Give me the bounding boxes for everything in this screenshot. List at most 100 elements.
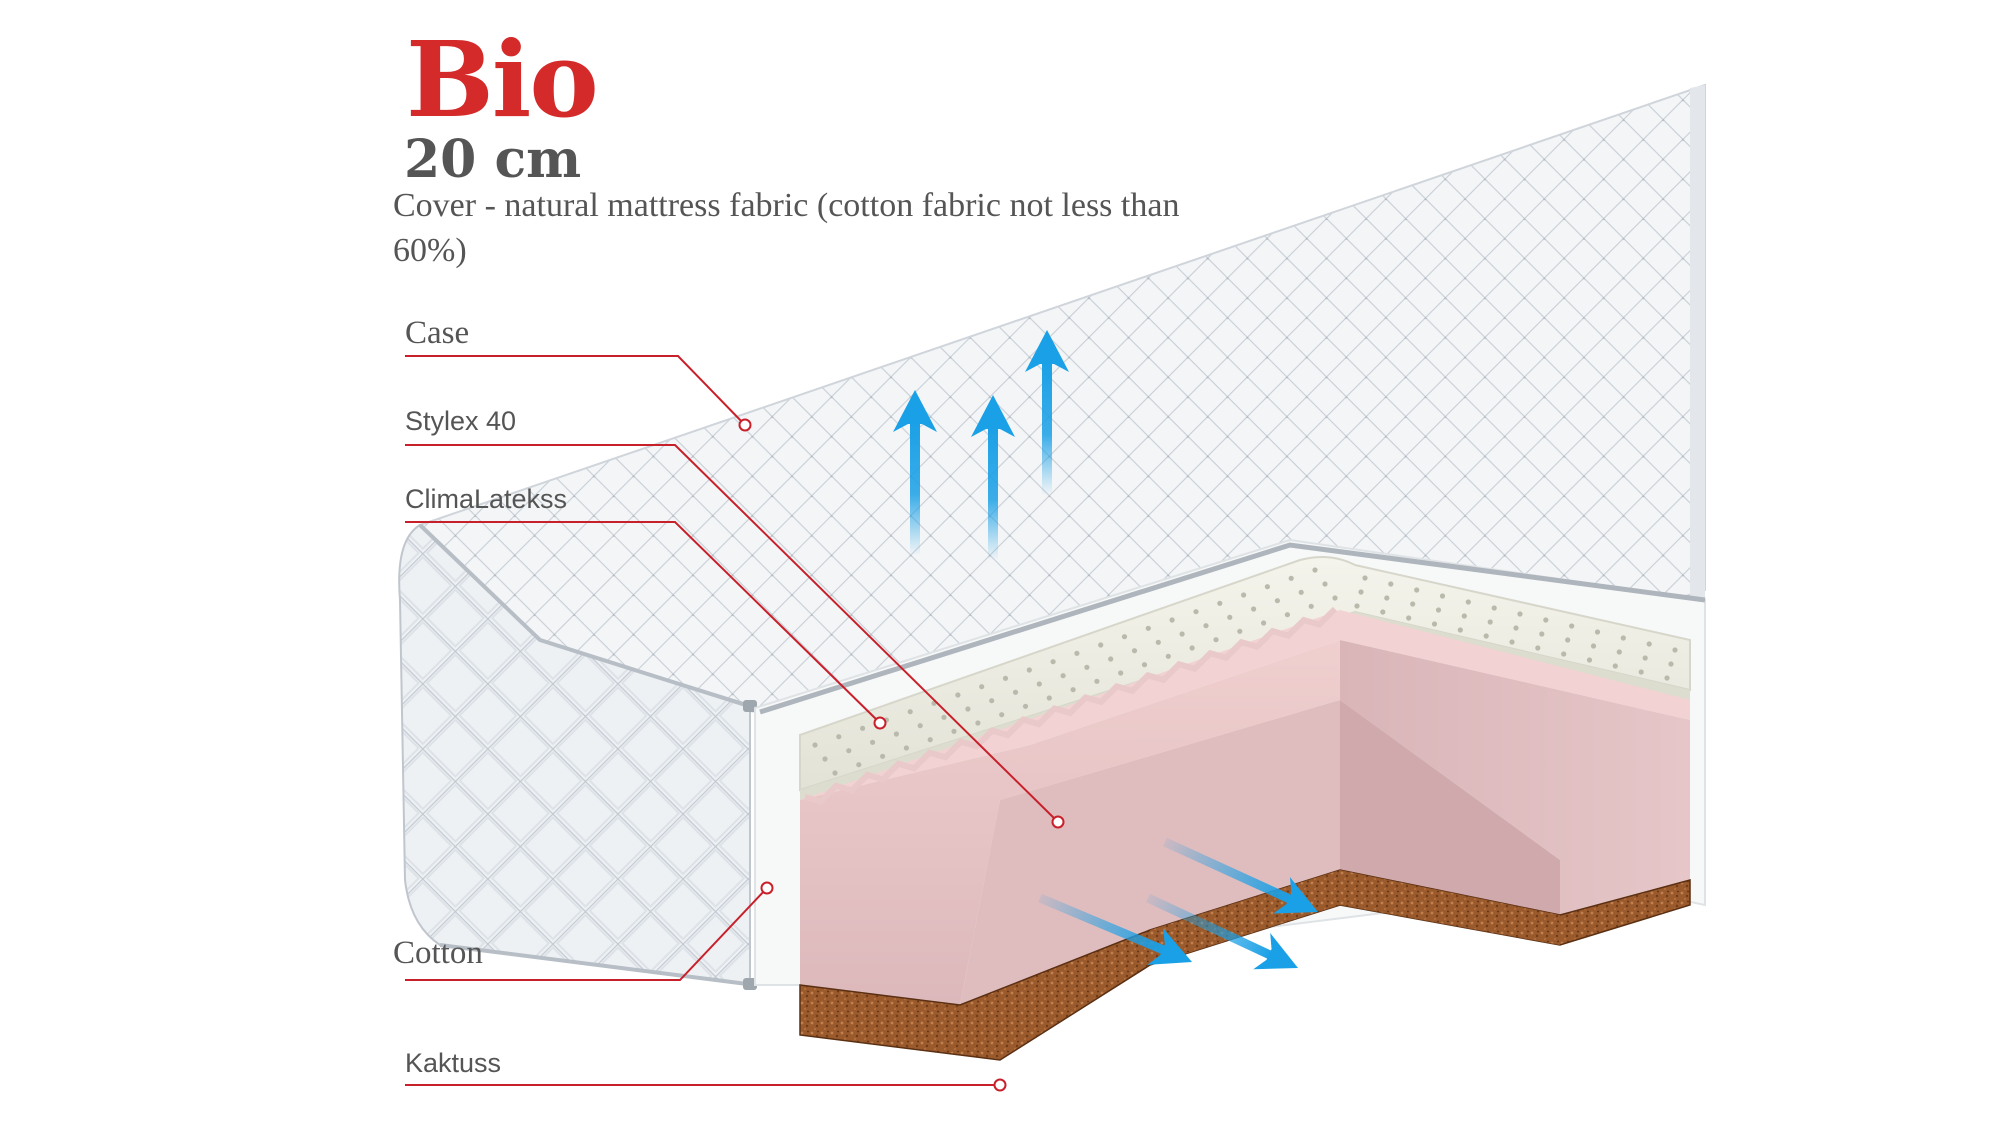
latex-pore	[1462, 613, 1467, 618]
latex-pore	[1227, 615, 1232, 620]
latex-pore	[1203, 623, 1208, 628]
latex-pore	[1027, 667, 1032, 672]
latex-pore	[1672, 647, 1677, 652]
latex-pore	[1492, 605, 1497, 610]
latex-pore	[1241, 592, 1246, 597]
latex-pore	[1414, 587, 1419, 592]
latex-pore	[1332, 595, 1337, 600]
latex-pore	[1565, 637, 1570, 642]
latex-pore	[955, 692, 960, 697]
latex-pore	[1613, 663, 1618, 668]
product-title: Bio	[406, 20, 597, 140]
latex-pore	[1289, 576, 1294, 581]
latex-pore	[1639, 669, 1644, 674]
latex-pore	[941, 715, 946, 720]
latex-pore	[1539, 631, 1544, 636]
latex-pore	[999, 712, 1004, 717]
latex-pore	[989, 698, 994, 703]
latex-pore	[1410, 601, 1415, 606]
latex-pore	[979, 684, 984, 689]
latex-pore	[822, 756, 827, 761]
latex-pore	[832, 770, 837, 775]
latex-pore	[1668, 661, 1673, 666]
latex-pore	[1275, 598, 1280, 603]
latex-pore	[965, 706, 970, 711]
latex-pore	[1509, 639, 1514, 644]
latex-pore	[1003, 676, 1008, 681]
latex-pore	[1388, 581, 1393, 586]
latex-pore	[1513, 625, 1518, 630]
latex-pore	[1358, 589, 1363, 594]
latex-pore	[918, 723, 923, 728]
latex-pore	[1118, 670, 1123, 675]
latex-pore	[1299, 590, 1304, 595]
latex-pore	[1237, 629, 1242, 634]
latex-pore	[1517, 611, 1522, 616]
latex-pore	[1285, 612, 1290, 617]
latex-pore	[1535, 645, 1540, 650]
latex-pore	[1098, 642, 1103, 647]
latex-pore	[1061, 673, 1066, 678]
latex-pore	[1466, 599, 1471, 604]
latex-pore	[1384, 595, 1389, 600]
latex-pore	[1436, 607, 1441, 612]
latex-pore	[1617, 649, 1622, 654]
latex-pore	[904, 745, 909, 750]
latex-pore	[1362, 575, 1367, 580]
latex-pore	[1484, 633, 1489, 638]
latex-pore	[1251, 606, 1256, 611]
layer-label-climalatekss: ClimaLatekss	[405, 484, 567, 515]
latex-pore	[1074, 651, 1079, 656]
latex-pore	[1166, 654, 1171, 659]
latex-pore	[1132, 648, 1137, 653]
latex-pore	[1309, 604, 1314, 609]
latex-pore	[1023, 704, 1028, 709]
latex-pore	[836, 734, 841, 739]
latex-pore	[1142, 662, 1147, 667]
latex-pore	[1322, 581, 1327, 586]
latex-pore	[975, 720, 980, 725]
latex-pore	[1084, 665, 1089, 670]
layer-label-stylex: Stylex 40	[405, 406, 516, 437]
latex-pore	[1217, 601, 1222, 606]
latex-pore	[1591, 643, 1596, 648]
latex-pore	[1587, 657, 1592, 662]
latex-pore	[894, 731, 899, 736]
latex-pore	[1354, 603, 1359, 608]
latex-pore	[880, 754, 885, 759]
latex-pore	[928, 737, 933, 742]
latex-pore	[1595, 629, 1600, 634]
layer-label-kaktuss: Kaktuss	[405, 1048, 501, 1079]
latex-pore	[1122, 634, 1127, 639]
latex-pore	[1051, 659, 1056, 664]
latex-pore	[1265, 584, 1270, 589]
latex-pore	[1146, 626, 1151, 631]
layer-label-case: Case	[405, 315, 469, 352]
latex-pore	[1071, 687, 1076, 692]
latex-pore	[1037, 681, 1042, 686]
latex-pore	[870, 740, 875, 745]
latex-pore	[1380, 609, 1385, 614]
latex-pore	[1190, 645, 1195, 650]
latex-pore	[951, 729, 956, 734]
latex-pore	[1156, 640, 1161, 645]
latex-pore	[1543, 617, 1548, 622]
latex-pore	[1647, 641, 1652, 646]
latex-pore	[1013, 690, 1018, 695]
latex-pore	[1569, 623, 1574, 628]
latex-pore	[1180, 631, 1185, 636]
latex-pore	[1440, 593, 1445, 598]
latex-pore	[1488, 619, 1493, 624]
layer-label-cotton: Cotton	[393, 935, 483, 972]
latex-pore	[1312, 567, 1317, 572]
latex-pore	[908, 709, 913, 714]
latex-pore	[1108, 656, 1113, 661]
latex-pore	[1458, 627, 1463, 632]
latex-pore	[1432, 621, 1437, 626]
latex-pore	[1561, 651, 1566, 656]
latex-pore	[1261, 620, 1266, 625]
latex-pore	[846, 748, 851, 753]
leader-kaktuss	[405, 1080, 1006, 1091]
